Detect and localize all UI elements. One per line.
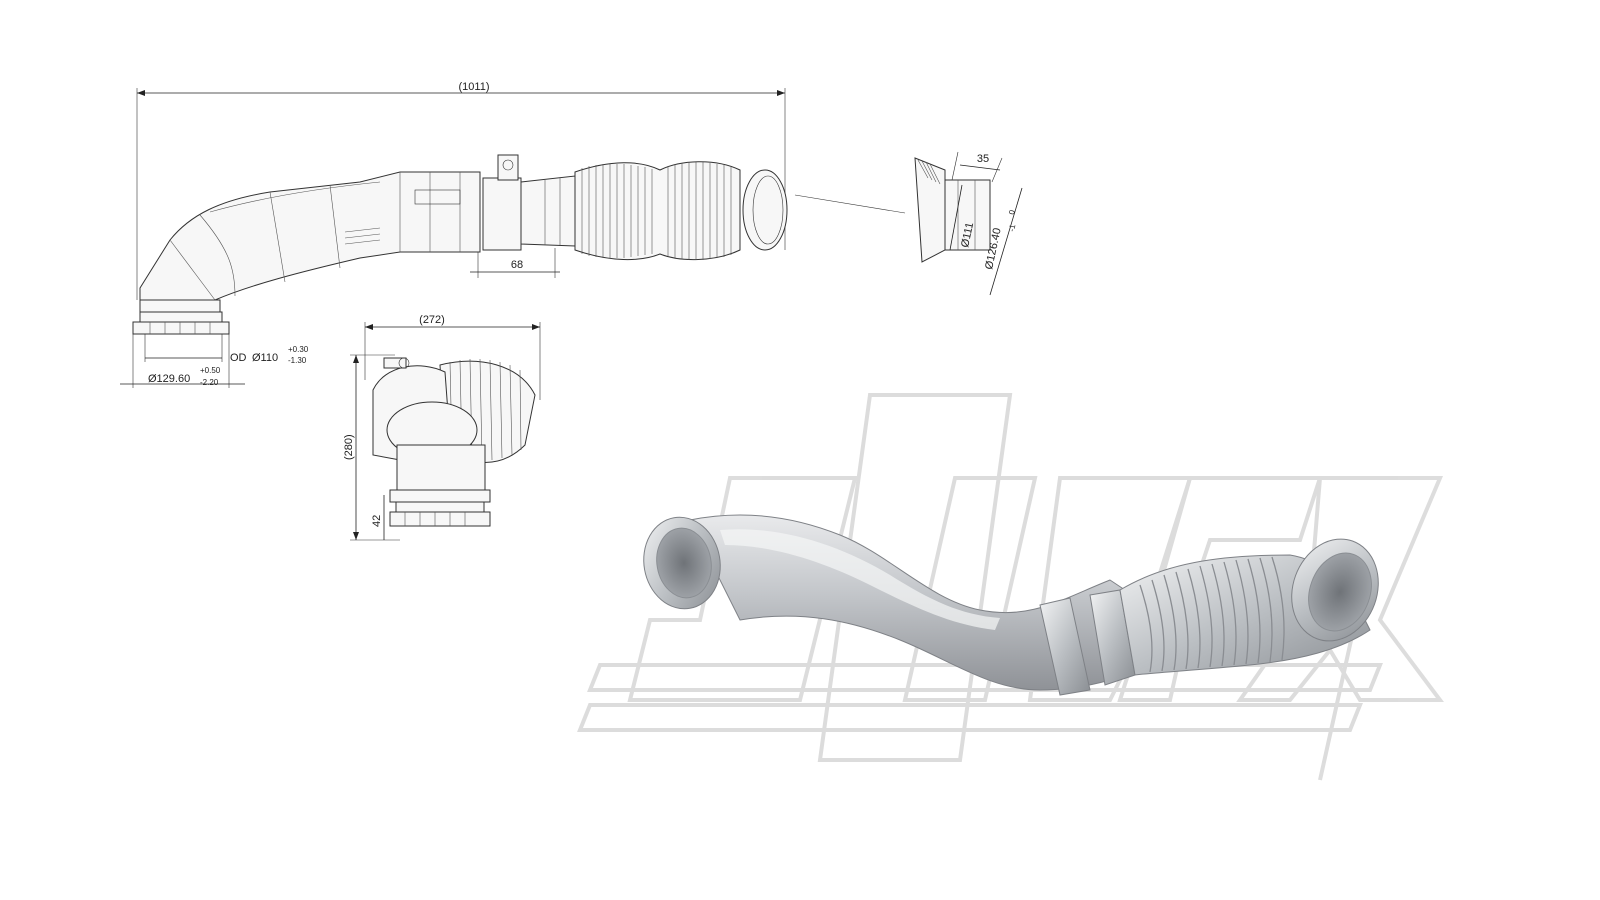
inlet-tolerance-upper: +0.50 <box>200 366 221 375</box>
overall-length-label: (1011) <box>459 81 490 93</box>
pipe-render <box>643 514 1379 696</box>
detail-tolerance-lower: -1 <box>1007 223 1017 232</box>
side-bottom-label: 42 <box>371 515 383 527</box>
detail-view: 35 Ø111 Ø126.40 0 -1 <box>914 151 1023 296</box>
od-value: Ø110 <box>252 352 278 364</box>
main-side-view: (1011) <box>120 81 906 388</box>
detail-length-label: 35 <box>977 153 989 165</box>
bellows-section <box>574 161 741 261</box>
inlet-diameter-label: Ø129.60 <box>148 373 190 385</box>
detail-tolerance-upper: 0 <box>1007 209 1017 216</box>
od-tolerance-upper: +0.30 <box>288 345 309 354</box>
side-width-label: (272) <box>419 314 445 326</box>
detail-inner-diameter-label: Ø111 <box>959 221 976 248</box>
od-tolerance-lower: -1.30 <box>288 356 307 365</box>
pipe-body <box>139 171 481 301</box>
clamp-width-label: 68 <box>511 259 523 271</box>
inlet-tolerance-lower: -2.20 <box>200 378 219 387</box>
end-view: (272) (280) 42 <box>343 314 541 541</box>
side-height-label: (280) <box>343 434 355 460</box>
od-label: OD <box>230 352 247 364</box>
